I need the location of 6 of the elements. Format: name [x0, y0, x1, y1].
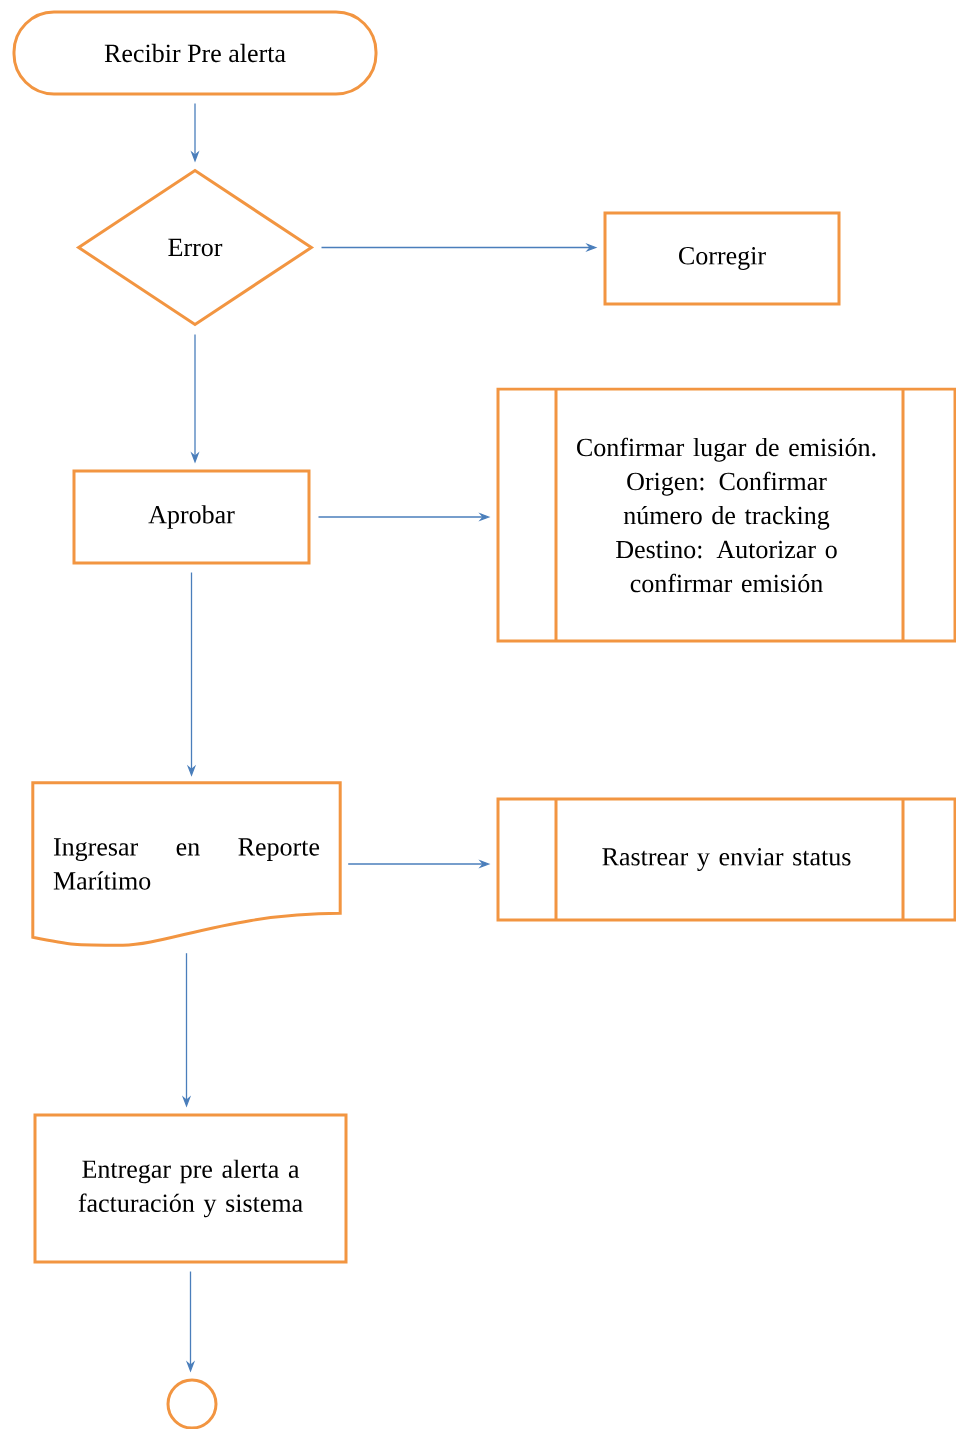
process-box: Aprobar: [72, 469, 311, 565]
process-box: Corregir: [603, 211, 841, 306]
process-box: Entregar pre alerta a facturación y sistema: [33, 1113, 348, 1264]
subprocess-box: Rastrear y enviar status: [496, 797, 956, 922]
start-terminal: Recibir Pre alerta: [12, 10, 378, 96]
subprocess-box: Confirmar lugar de emisión. Origen: Confirmar número de tracking Destino: Autorizar o confirmar emisión: [496, 387, 956, 643]
